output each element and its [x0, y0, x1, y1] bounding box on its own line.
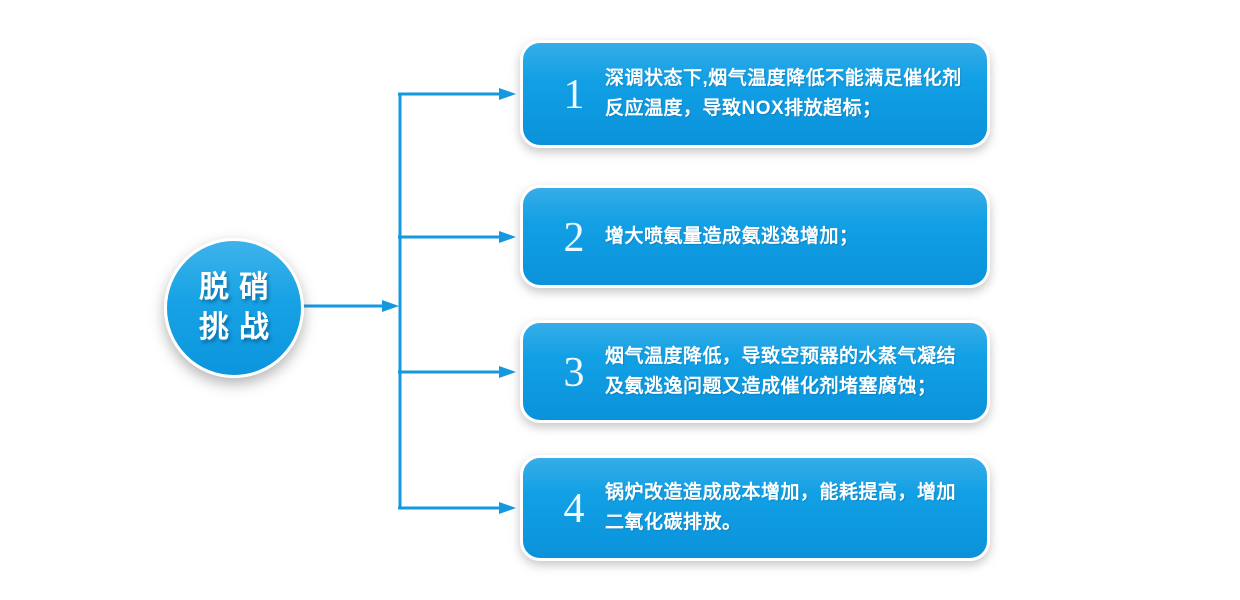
challenge-text-3: 烟气温度降低，导致空预器的水蒸气凝结 及氨逃逸问题又造成催化剂堵塞腐蚀； — [605, 342, 956, 402]
challenge-text-3-line2: 及氨逃逸问题又造成催化剂堵塞腐蚀； — [605, 375, 937, 397]
challenge-number-2: 2 — [563, 214, 585, 261]
branch-arrow-3-icon — [499, 366, 516, 378]
challenge-number-1: 1 — [563, 72, 585, 118]
challenge-card-3: 3 烟气温度降低，导致空预器的水蒸气凝结 及氨逃逸问题又造成催化剂堵塞腐蚀； — [520, 320, 990, 423]
branch-arrow-2-icon — [499, 231, 516, 243]
hub-title-line2: 挑战 — [199, 311, 279, 344]
challenge-text-4-line1: 锅炉改造造成成本增加，能耗提高，增加 — [605, 482, 957, 503]
hub-circle: 脱硝 挑战 — [164, 238, 304, 378]
challenge-text-1-line1: 深调状态下,烟气温度降低不能满足催化剂 — [605, 68, 962, 89]
challenge-text-2-line1: 增大喷氨量造成氨逃逸增加； — [605, 225, 859, 247]
challenge-card-4: 4 锅炉改造造成成本增加，能耗提高，增加 二氧化碳排放。 — [520, 455, 990, 561]
challenge-number-4: 4 — [563, 486, 585, 532]
challenge-card-2: 2 增大喷氨量造成氨逃逸增加； — [520, 185, 990, 288]
challenge-text-2: 增大喷氨量造成氨逃逸增加； — [605, 222, 859, 252]
challenge-card-1: 1 深调状态下,烟气温度降低不能满足催化剂 反应温度，导致NOX排放超标； — [520, 40, 990, 148]
challenge-text-4: 锅炉改造造成成本增加，能耗提高，增加 二氧化碳排放。 — [605, 478, 956, 538]
challenge-text-4-line2: 二氧化碳排放。 — [605, 512, 742, 533]
hub-connector-arrow-icon — [382, 300, 399, 312]
challenge-text-1-line2: 反应温度，导致NOX排放超标； — [605, 98, 882, 119]
hub-title-line1: 脱硝 — [199, 271, 279, 304]
hub-title: 脱硝 挑战 — [189, 268, 279, 348]
challenge-number-3: 3 — [563, 349, 585, 396]
challenge-text-1: 深调状态下,烟气温度降低不能满足催化剂 反应温度，导致NOX排放超标； — [605, 64, 962, 124]
challenge-text-3-line1: 烟气温度降低，导致空预器的水蒸气凝结 — [605, 345, 957, 367]
branch-arrow-4-icon — [499, 502, 516, 514]
branch-arrow-1-icon — [499, 88, 516, 100]
